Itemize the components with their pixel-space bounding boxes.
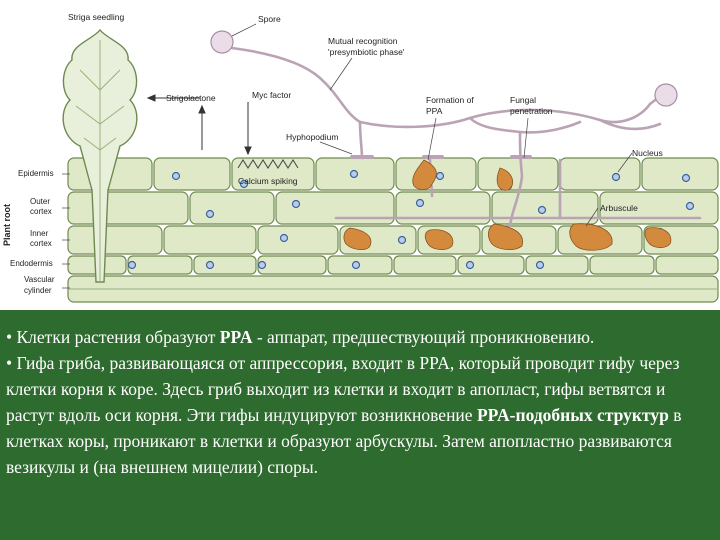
inner-cortex-row xyxy=(67,225,719,255)
caption-paragraph-1: • Клетки растения образуют PPA - аппарат… xyxy=(6,327,595,347)
label-hyphopodium: Hyphopodium xyxy=(286,132,338,142)
diagram-svg: Striga seedling Spore Mutual recognition… xyxy=(2,12,719,303)
label-ppa: PPA xyxy=(426,106,443,116)
label-penetration: penetration xyxy=(510,106,553,116)
label-myc-factor: Myc factor xyxy=(252,90,291,100)
label-calcium-spiking: Calcium spiking xyxy=(238,176,298,186)
label-fungal: Fungal xyxy=(510,95,536,105)
label-epidermis: Epidermis xyxy=(18,169,54,178)
label-striga-seedling: Striga seedling xyxy=(68,12,125,22)
label-plant-root: Plant root xyxy=(2,204,12,246)
label-nucleus: Nucleus xyxy=(632,148,663,158)
label-strigolactone: Strigolactone xyxy=(166,93,216,103)
label-formation-of: Formation of xyxy=(426,95,474,105)
label-spore: Spore xyxy=(258,14,281,24)
spores xyxy=(210,30,678,107)
hyphopodia xyxy=(350,155,532,159)
label-vascular-cylinder: cylinder xyxy=(24,286,52,295)
fungal-hyphae xyxy=(230,46,702,228)
symbiosis-diagram: Striga seedling Spore Mutual recognition… xyxy=(0,0,720,310)
label-inner-cortex: cortex xyxy=(30,239,52,248)
striga-seedling xyxy=(62,28,138,283)
leader-lines xyxy=(62,23,633,289)
label-presymbiotic-phase: 'presymbiotic phase' xyxy=(328,47,405,57)
label-mutual-recognition: Mutual recognition xyxy=(328,36,398,46)
signal-arrows xyxy=(146,94,252,156)
label-endodermis: Endodermis xyxy=(10,259,53,268)
label-vascular: Vascular xyxy=(24,275,55,284)
label-arbuscule: Arbuscule xyxy=(600,203,638,213)
label-outer-cortex: cortex xyxy=(30,207,52,216)
caption-paragraph-2: • Гифа гриба, развивающаяся от аппрессор… xyxy=(6,353,682,477)
calcium-spiking-wave xyxy=(237,159,299,169)
label-inner: Inner xyxy=(30,229,49,238)
label-outer: Outer xyxy=(30,197,50,206)
fungal-structures xyxy=(343,159,672,251)
caption-text: • Клетки растения образуют PPA - аппарат… xyxy=(0,310,720,540)
root-tissue xyxy=(67,157,719,303)
endodermis-row xyxy=(67,255,719,275)
vascular-row xyxy=(67,275,719,303)
epidermis-row xyxy=(67,157,719,191)
